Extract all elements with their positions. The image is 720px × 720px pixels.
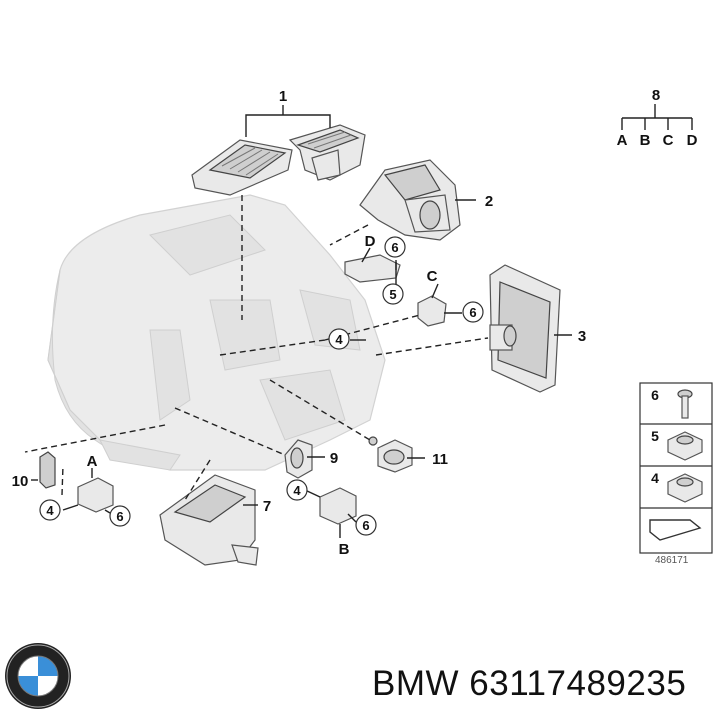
callout-6-b: 6 bbox=[362, 518, 369, 533]
callout-4-a: 4 bbox=[335, 332, 343, 347]
label-b: B bbox=[339, 541, 350, 558]
callout-9: 9 bbox=[330, 450, 338, 467]
callout-10: 10 bbox=[12, 473, 29, 490]
callout-11: 11 bbox=[432, 451, 448, 468]
callout-7: 7 bbox=[263, 498, 271, 515]
part-11-motor bbox=[368, 436, 413, 473]
label-a: A bbox=[87, 453, 98, 470]
legend-5: 5 bbox=[651, 428, 659, 444]
callout-8-a: A bbox=[617, 132, 628, 149]
callout-4-b: 4 bbox=[293, 483, 301, 498]
part-2-projector bbox=[359, 159, 461, 241]
bracket-d bbox=[344, 254, 401, 283]
callout-8-d: D bbox=[687, 132, 698, 149]
part-7-housing-section bbox=[159, 474, 259, 566]
callout-6-c: 6 bbox=[469, 305, 476, 320]
callout-6-d: 6 bbox=[391, 240, 398, 255]
callout-5: 5 bbox=[389, 287, 396, 302]
headlight-housing-ghost bbox=[47, 194, 386, 471]
callout-3: 3 bbox=[578, 328, 586, 345]
callout-8-c: C bbox=[663, 132, 674, 149]
part-9-motor bbox=[284, 439, 313, 479]
part-10-clip bbox=[39, 451, 56, 489]
callout-1: 1 bbox=[279, 88, 287, 105]
circled-callouts: 6 5 6 4 4 6 4 6 bbox=[39, 236, 484, 536]
part-3-control-unit bbox=[489, 264, 561, 393]
legend-4: 4 bbox=[651, 470, 659, 486]
bmw-logo bbox=[5, 643, 71, 709]
callout-2: 2 bbox=[485, 193, 493, 210]
bracket-c bbox=[417, 295, 447, 327]
legend-6: 6 bbox=[651, 387, 659, 403]
leader-lines bbox=[31, 104, 693, 538]
label-d: D bbox=[365, 233, 376, 250]
part-1-modules bbox=[191, 124, 366, 196]
diagram-reference-code: 486171 bbox=[655, 555, 689, 566]
label-c: C bbox=[427, 268, 438, 285]
bracket-a bbox=[77, 477, 114, 513]
part-number-caption: BMW 63117489235 bbox=[372, 664, 687, 703]
fastener-legend: 6 5 4 bbox=[639, 382, 713, 554]
callout-8: 8 bbox=[652, 87, 660, 104]
callout-8-b: B bbox=[640, 132, 651, 149]
callout-6-a: 6 bbox=[116, 509, 123, 524]
callout-4-c: 4 bbox=[46, 503, 54, 518]
bracket-b bbox=[319, 487, 357, 525]
dashed-leaders bbox=[24, 195, 489, 501]
